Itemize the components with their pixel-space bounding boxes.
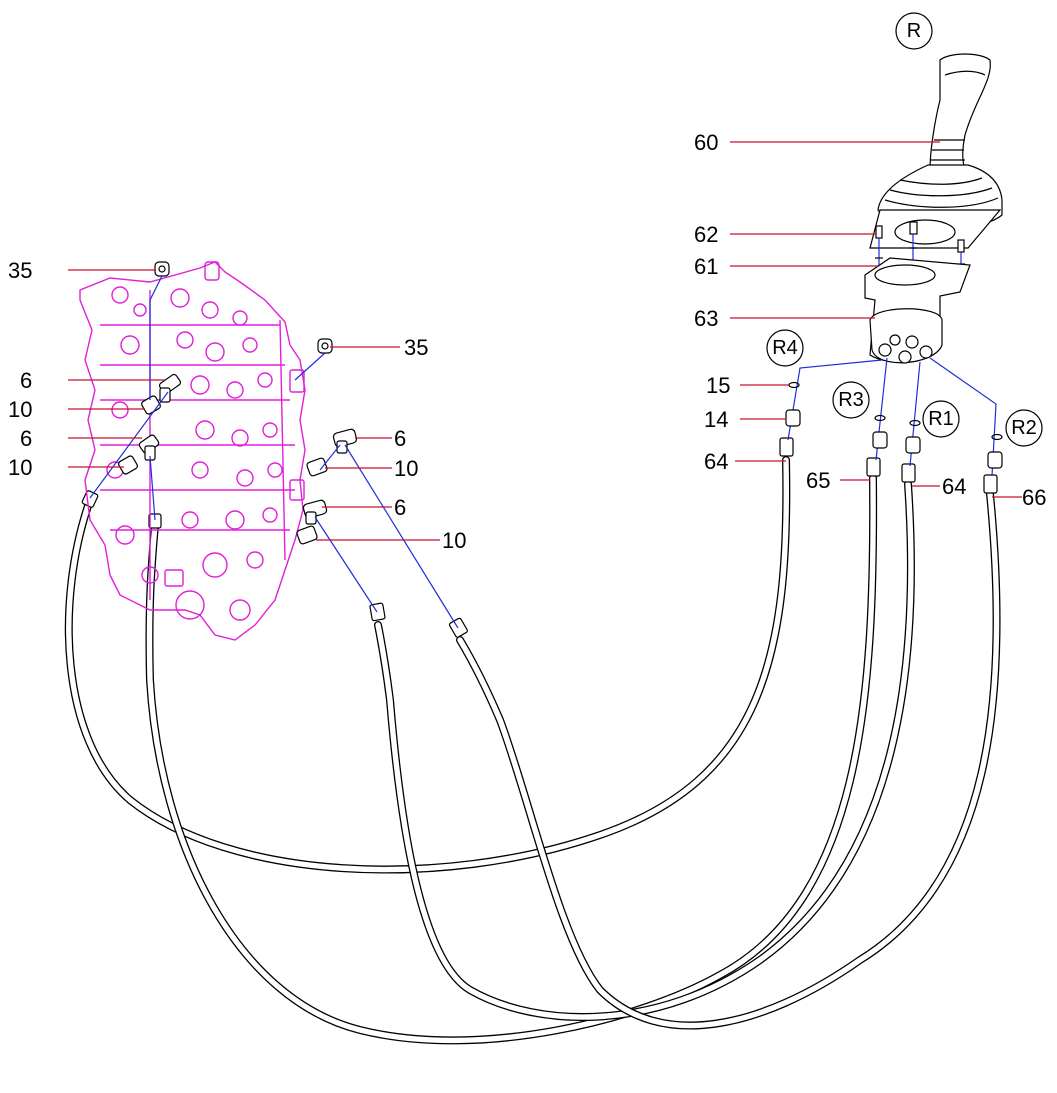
callout-10-upper-right: 10	[394, 456, 418, 481]
callout-14: 14	[704, 407, 728, 432]
hose-r2	[456, 490, 1001, 1030]
callout-63: 63	[694, 306, 718, 331]
hose-end-fitting-r1	[901, 463, 916, 483]
callout-60: 60	[694, 130, 718, 155]
callout-61: 61	[694, 254, 718, 279]
hose-end-fitting-valve-3	[369, 602, 386, 622]
hose-r1	[374, 480, 915, 1021]
callout-6-upper-left: 6	[20, 368, 32, 393]
svg-text:R4: R4	[772, 337, 798, 359]
svg-text:R: R	[907, 20, 921, 42]
adapters-14	[785, 409, 1003, 469]
ref-R2: R2	[1005, 409, 1043, 447]
callout-15: 15	[706, 373, 730, 398]
control-valve-block	[79, 261, 306, 641]
callout-6-lower-left: 6	[20, 426, 32, 451]
port-connection-lines	[787, 357, 997, 477]
ref-R: R	[895, 12, 933, 50]
ref-R3: R3	[832, 381, 870, 419]
svg-text:R2: R2	[1011, 417, 1037, 439]
o-rings-15	[788, 381, 1003, 441]
callout-35-top: 35	[8, 258, 32, 283]
joystick-plate	[869, 209, 1002, 249]
joystick-assembly	[785, 53, 1003, 477]
callout-64-right: 64	[942, 474, 966, 499]
callout-66: 66	[1022, 485, 1046, 510]
svg-text:R3: R3	[838, 389, 864, 411]
valve-connection-lines	[89, 275, 459, 629]
hoses	[64, 456, 1001, 1045]
callout-10-upper-left: 10	[8, 397, 32, 422]
hose-end-fitting-valve-1	[81, 490, 99, 508]
adapter-10-lower-right	[296, 525, 318, 545]
callout-6-lower-right: 6	[394, 495, 406, 520]
pilot-valve-body-63	[864, 257, 971, 364]
callout-6-upper-right: 6	[394, 426, 406, 451]
leader-lines	[68, 141, 1022, 541]
joystick-handle	[929, 53, 991, 171]
cap-35-right	[317, 338, 333, 354]
circled-references: R R4 R3 R1 R2	[766, 12, 1043, 447]
svg-text:R1: R1	[928, 408, 954, 430]
callout-64-left: 64	[704, 449, 728, 474]
hose-end-fitting-r4	[779, 437, 794, 457]
elbow-6-lower-left	[138, 434, 160, 461]
ref-R1: R1	[922, 400, 960, 438]
adapter-10-lower-left	[118, 455, 138, 475]
ref-R4: R4	[766, 329, 804, 367]
hose-end-fitting-valve-4	[448, 617, 468, 638]
callout-35-right: 35	[404, 335, 428, 360]
cap-35-top	[154, 261, 170, 277]
callout-10-lower-right: 10	[442, 528, 466, 553]
elbow-6-upper-left	[158, 373, 182, 403]
hose-end-fitting-r2	[983, 474, 998, 494]
hose-end-fitting-r3	[866, 457, 881, 477]
hose-r4	[64, 456, 791, 874]
elbow-6-upper-right	[332, 428, 358, 454]
callout-62: 62	[694, 222, 718, 247]
elbow-6-lower-right	[302, 499, 328, 525]
hose-fittings	[81, 437, 998, 638]
callout-10-lower-left: 10	[8, 455, 32, 480]
hose-r3	[145, 474, 878, 1045]
callout-65: 65	[806, 468, 830, 493]
callout-labels: 60 62 61 63 15 14 64 65 64 66 35 35 6 10…	[8, 130, 1046, 553]
adapter-10-upper-right	[306, 457, 328, 477]
